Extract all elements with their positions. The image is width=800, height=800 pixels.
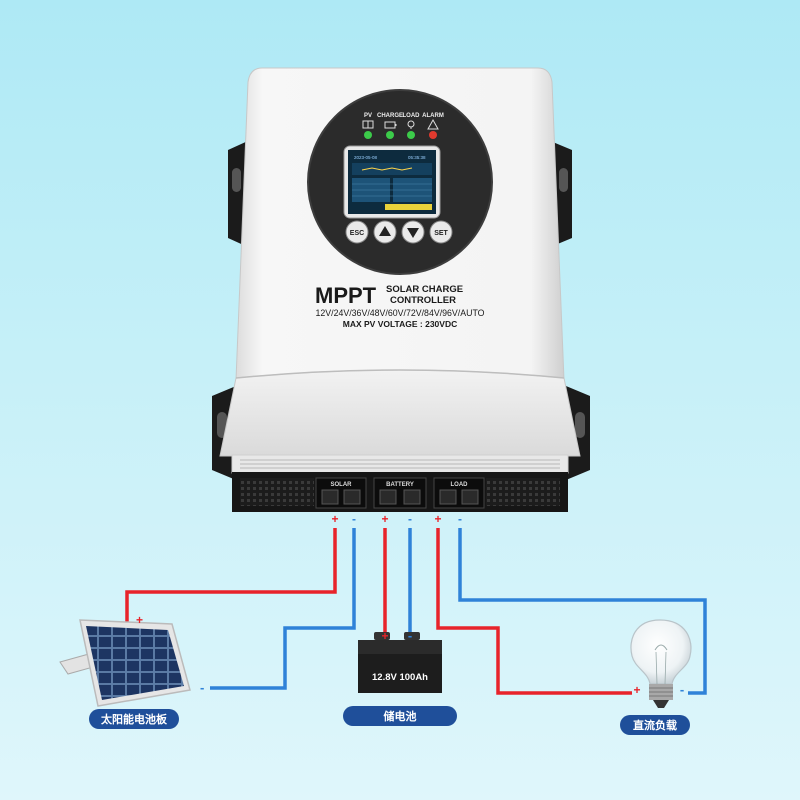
charge-led	[386, 131, 394, 139]
battery: 12.8V 100Ah + -	[358, 628, 442, 693]
pv-led	[364, 131, 372, 139]
svg-text:-: -	[408, 628, 412, 643]
down-button[interactable]	[401, 220, 425, 244]
up-arrow-icon	[379, 226, 391, 236]
warning-icon	[427, 118, 439, 130]
controller-lower-body	[219, 369, 581, 457]
svg-text:+: +	[381, 512, 388, 526]
terminal-label-solar: SOLAR	[331, 482, 353, 488]
wires	[125, 528, 707, 695]
subtitle-line2: CONTROLLER	[390, 295, 456, 306]
pv-icon	[362, 120, 374, 129]
label-battery: 储电池	[343, 706, 457, 726]
alarm-led	[429, 131, 437, 139]
solar-positive-wire	[125, 528, 337, 622]
down-arrow-icon	[407, 228, 419, 238]
svg-text:SET: SET	[434, 230, 448, 237]
terminal-polarity: + - + - + -	[331, 512, 462, 526]
svg-text:储电池: 储电池	[384, 709, 417, 723]
load-negative-wire	[458, 528, 707, 695]
load-led	[407, 131, 415, 139]
indicator-row: PV CHARGE LOAD ALARM	[362, 113, 444, 139]
svg-text:+: +	[331, 512, 338, 526]
charge-controller: SOLAR BATTERY LOAD PV CHARGE LOAD ALARM	[212, 67, 590, 512]
indicator-label-alarm: ALARM	[422, 113, 444, 119]
svg-text:+: +	[381, 629, 388, 643]
svg-text:+: +	[434, 512, 441, 526]
indicator-label-load: LOAD	[403, 113, 421, 119]
svg-text:+: +	[136, 613, 143, 627]
svg-text:太阳能电池板: 太阳能电池板	[100, 712, 168, 726]
max-pv-voltage: MAX PV VOLTAGE : 230VDC	[343, 319, 457, 329]
brand-title: MPPT	[315, 283, 377, 308]
svg-text:-: -	[200, 680, 204, 695]
set-button[interactable]: SET	[429, 220, 453, 244]
solar-negative-wire	[210, 528, 356, 690]
svg-text:-: -	[680, 682, 684, 697]
terminal-label-battery: BATTERY	[386, 482, 414, 488]
lcd-screen: 2023-05-08 05:35:38	[343, 145, 441, 219]
terminal-solar[interactable]: SOLAR	[315, 477, 367, 509]
battery-rating: 12.8V 100Ah	[372, 672, 428, 683]
indicator-label-pv: PV	[364, 113, 372, 119]
esc-button[interactable]: ESC	[345, 220, 369, 244]
svg-text:ESC: ESC	[350, 230, 364, 237]
terminal-load[interactable]: LOAD	[433, 477, 485, 509]
battery-icon	[384, 121, 397, 129]
bulb-glass	[630, 619, 692, 685]
up-button[interactable]	[373, 220, 397, 244]
voltage-list: 12V/24V/36V/48V/60V/72V/84V/96V/AUTO	[315, 308, 484, 318]
svg-text:-: -	[352, 512, 356, 526]
label-load: 直流负载	[620, 715, 690, 735]
screen-time: 05:35:38	[408, 155, 426, 160]
terminal-battery[interactable]: BATTERY	[373, 477, 427, 509]
light-bulb: + -	[630, 619, 692, 708]
label-solar-panel: 太阳能电池板	[89, 709, 179, 729]
solar-panel: + -	[59, 613, 204, 707]
terminal-label-load: LOAD	[451, 482, 469, 488]
svg-text:+: +	[633, 683, 640, 697]
screen-date: 2023-05-08	[354, 155, 378, 160]
indicator-label-charge: CHARGE	[377, 113, 403, 119]
svg-text:直流负载: 直流负载	[633, 718, 677, 732]
load-positive-wire	[436, 528, 632, 695]
svg-text:-: -	[458, 512, 462, 526]
svg-text:-: -	[408, 512, 412, 526]
lightbulb-icon	[407, 120, 415, 129]
subtitle-line1: SOLAR CHARGE	[386, 284, 463, 295]
